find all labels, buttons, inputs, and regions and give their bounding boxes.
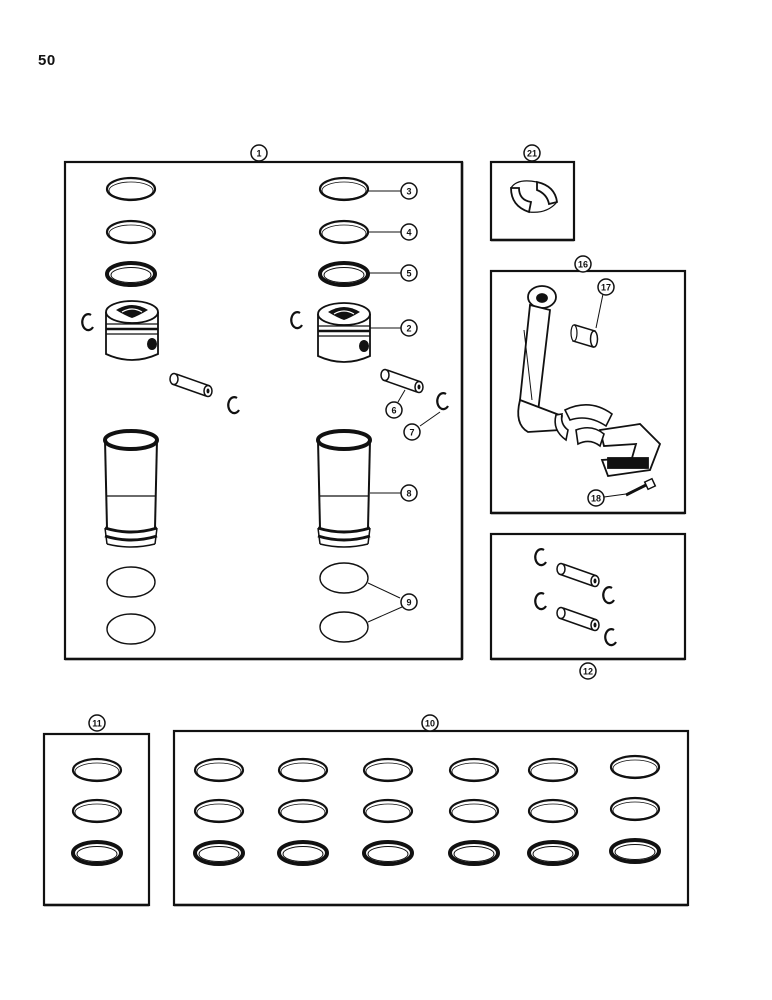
svg-text:21: 21 (527, 149, 537, 159)
svg-text:4: 4 (406, 228, 411, 238)
snap-ring-icon (436, 392, 450, 411)
oil-ring-icon (318, 261, 370, 287)
bearing-icon (554, 404, 614, 448)
callout-21: 21 (523, 144, 541, 162)
callout-9: 9 (400, 593, 418, 611)
piston-ring-icon (609, 796, 661, 822)
snap-ring-icon (290, 311, 304, 330)
bearing-icon (510, 179, 558, 214)
piston-ring-icon (527, 757, 579, 783)
kit-box-10 (172, 729, 690, 907)
callout-4: 4 (400, 223, 418, 241)
kit-box-12 (489, 532, 687, 661)
piston-ring-icon (71, 757, 123, 783)
svg-text:9: 9 (406, 598, 411, 608)
o-ring-icon (319, 611, 369, 643)
piston-pin-icon (169, 372, 213, 398)
callout-2: 2 (400, 319, 418, 337)
svg-text:16: 16 (578, 260, 588, 270)
piston-ring-icon (362, 798, 414, 824)
oil-ring-icon (609, 838, 661, 864)
oil-ring-icon (448, 840, 500, 866)
callout-1: 1 (250, 144, 268, 162)
leader-lines-box-1 (367, 190, 441, 623)
piston-ring-icon (448, 757, 500, 783)
svg-text:5: 5 (406, 269, 411, 279)
piston-ring-icon (318, 219, 370, 245)
piston-ring-icon (609, 754, 661, 780)
svg-text:1: 1 (256, 149, 261, 159)
callout-10: 10 (421, 714, 439, 732)
oil-ring-icon (105, 261, 157, 287)
piston-pin-icon (556, 562, 600, 588)
piston-ring-icon (277, 757, 329, 783)
oil-ring-icon (527, 840, 579, 866)
o-ring-icon (106, 613, 156, 645)
svg-text:12: 12 (583, 667, 593, 677)
kit-box-1 (63, 160, 464, 661)
bolt-icon (625, 477, 657, 497)
piston-ring-icon (318, 176, 370, 202)
piston-ring-icon (105, 176, 157, 202)
callout-16: 16 (574, 255, 592, 273)
piston-ring-icon (105, 219, 157, 245)
callout-11: 11 (88, 714, 106, 732)
snap-ring-icon (227, 396, 241, 415)
callout-18: 18 (587, 489, 605, 507)
cylinder-sleeve-icon (316, 429, 372, 549)
snap-ring-icon (81, 313, 95, 332)
piston-ring-icon (277, 798, 329, 824)
snap-ring-icon (604, 628, 618, 647)
callout-17: 17 (597, 278, 615, 296)
piston-icon (104, 299, 160, 362)
snap-ring-icon (534, 548, 548, 567)
connecting-rod-icon (517, 285, 662, 477)
piston-ring-icon (193, 798, 245, 824)
piston-ring-icon (71, 798, 123, 824)
svg-text:3: 3 (406, 187, 411, 197)
bushing-icon (570, 324, 599, 348)
svg-text:11: 11 (92, 719, 102, 729)
svg-text:8: 8 (406, 489, 411, 499)
o-ring-icon (319, 562, 369, 594)
leader-lines-box-16 (595, 293, 627, 498)
cylinder-sleeve-icon (103, 429, 159, 549)
piston-ring-icon (362, 757, 414, 783)
svg-text:7: 7 (409, 428, 414, 438)
snap-ring-icon (602, 586, 616, 605)
piston-icon (316, 301, 372, 364)
callout-8: 8 (400, 484, 418, 502)
callout-5: 5 (400, 264, 418, 282)
callout-3: 3 (400, 182, 418, 200)
piston-pin-icon (556, 606, 600, 632)
page-number: 50 (38, 52, 56, 69)
kit-box-11 (42, 732, 151, 907)
svg-text:18: 18 (591, 494, 601, 504)
piston-ring-icon (448, 798, 500, 824)
piston-ring-icon (527, 798, 579, 824)
svg-text:10: 10 (425, 719, 435, 729)
oil-ring-icon (193, 840, 245, 866)
snap-ring-icon (534, 592, 548, 611)
oil-ring-icon (277, 840, 329, 866)
kit-box-21 (489, 160, 576, 242)
callout-12: 12 (579, 662, 597, 680)
piston-pin-icon (380, 368, 424, 394)
piston-ring-icon (193, 757, 245, 783)
callout-7: 7 (403, 423, 421, 441)
svg-text:17: 17 (601, 283, 611, 293)
svg-text:6: 6 (391, 406, 396, 416)
oil-ring-icon (362, 840, 414, 866)
oil-ring-icon (71, 840, 123, 866)
o-ring-icon (106, 566, 156, 598)
svg-text:2: 2 (406, 324, 411, 334)
callout-6: 6 (385, 401, 403, 419)
